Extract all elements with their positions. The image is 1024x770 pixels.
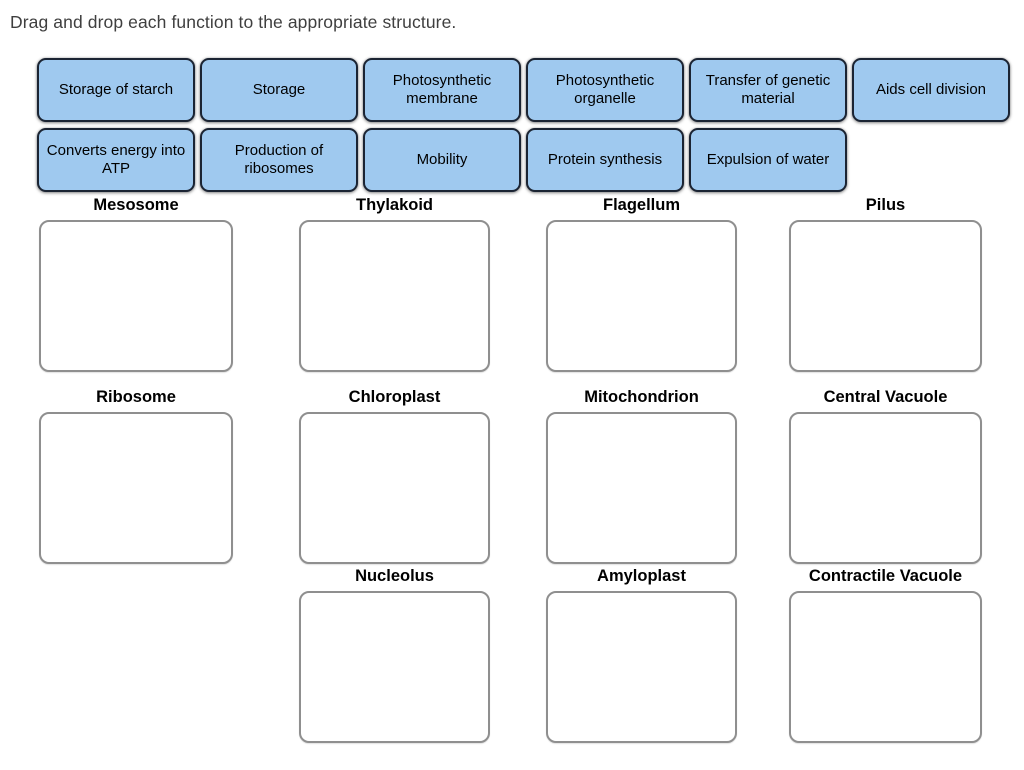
drop-box-chloroplast[interactable] bbox=[299, 412, 490, 564]
zone-label-mesosome: Mesosome bbox=[93, 196, 179, 214]
zone-label-flagellum: Flagellum bbox=[602, 196, 680, 214]
instruction-text: Drag and drop each function to the appro… bbox=[10, 12, 457, 32]
zone-mitochondrion: Mitochondrion bbox=[546, 388, 737, 564]
zone-label-mitochondrion: Mitochondrion bbox=[584, 388, 699, 406]
zone-label-pilus: Pilus bbox=[865, 196, 906, 214]
zone-central-vacuole: Central Vacuole bbox=[789, 388, 982, 564]
zone-label-central-vacuole: Central Vacuole bbox=[823, 388, 948, 406]
drop-box-amyloplast[interactable] bbox=[546, 591, 737, 743]
zone-label-contractile-vacuole: Contractile Vacuole bbox=[808, 567, 963, 585]
drop-box-flagellum[interactable] bbox=[546, 220, 737, 372]
chip-aids-cell-division[interactable]: Aids cell division bbox=[852, 58, 1010, 122]
drop-box-ribosome[interactable] bbox=[39, 412, 233, 564]
drop-box-pilus[interactable] bbox=[789, 220, 982, 372]
chip-protein-synthesis[interactable]: Protein synthesis bbox=[526, 128, 684, 192]
zone-label-amyloplast: Amyloplast bbox=[597, 567, 686, 585]
zone-thylakoid: Thylakoid bbox=[299, 196, 490, 372]
chip-converts-energy-into-atp[interactable]: Converts energy into ATP bbox=[37, 128, 195, 192]
chip-mobility[interactable]: Mobility bbox=[363, 128, 521, 192]
zone-label-ribosome: Ribosome bbox=[96, 388, 176, 406]
zone-ribosome: Ribosome bbox=[39, 388, 233, 564]
zone-flagellum: Flagellum bbox=[546, 196, 737, 372]
zone-contractile-vacuole: Contractile Vacuole bbox=[789, 567, 982, 743]
chip-production-of-ribosomes[interactable]: Production of ribosomes bbox=[200, 128, 358, 192]
zone-label-nucleolus: Nucleolus bbox=[355, 567, 434, 585]
zone-mesosome: Mesosome bbox=[39, 196, 233, 372]
drop-box-thylakoid[interactable] bbox=[299, 220, 490, 372]
chip-transfer-of-genetic-material[interactable]: Transfer of genetic material bbox=[689, 58, 847, 122]
chip-storage-of-starch[interactable]: Storage of starch bbox=[37, 58, 195, 122]
chip-photosynthetic-organelle[interactable]: Photosynthetic organelle bbox=[526, 58, 684, 122]
chip-storage[interactable]: Storage bbox=[200, 58, 358, 122]
zone-label-chloroplast: Chloroplast bbox=[348, 388, 441, 406]
chip-expulsion-of-water[interactable]: Expulsion of water bbox=[689, 128, 847, 192]
chip-photosynthetic-membrane[interactable]: Photosynthetic membrane bbox=[363, 58, 521, 122]
zone-pilus: Pilus bbox=[789, 196, 982, 372]
zone-nucleolus: Nucleolus bbox=[299, 567, 490, 743]
zone-label-thylakoid: Thylakoid bbox=[355, 196, 433, 214]
zone-amyloplast: Amyloplast bbox=[546, 567, 737, 743]
chip-row-1: Storage of starch Storage Photosynthetic… bbox=[37, 58, 1010, 122]
drop-box-mitochondrion[interactable] bbox=[546, 412, 737, 564]
drop-box-mesosome[interactable] bbox=[39, 220, 233, 372]
drop-box-central-vacuole[interactable] bbox=[789, 412, 982, 564]
drop-box-nucleolus[interactable] bbox=[299, 591, 490, 743]
zone-chloroplast: Chloroplast bbox=[299, 388, 490, 564]
drop-box-contractile-vacuole[interactable] bbox=[789, 591, 982, 743]
chip-row-2: Converts energy into ATP Production of r… bbox=[37, 128, 847, 192]
